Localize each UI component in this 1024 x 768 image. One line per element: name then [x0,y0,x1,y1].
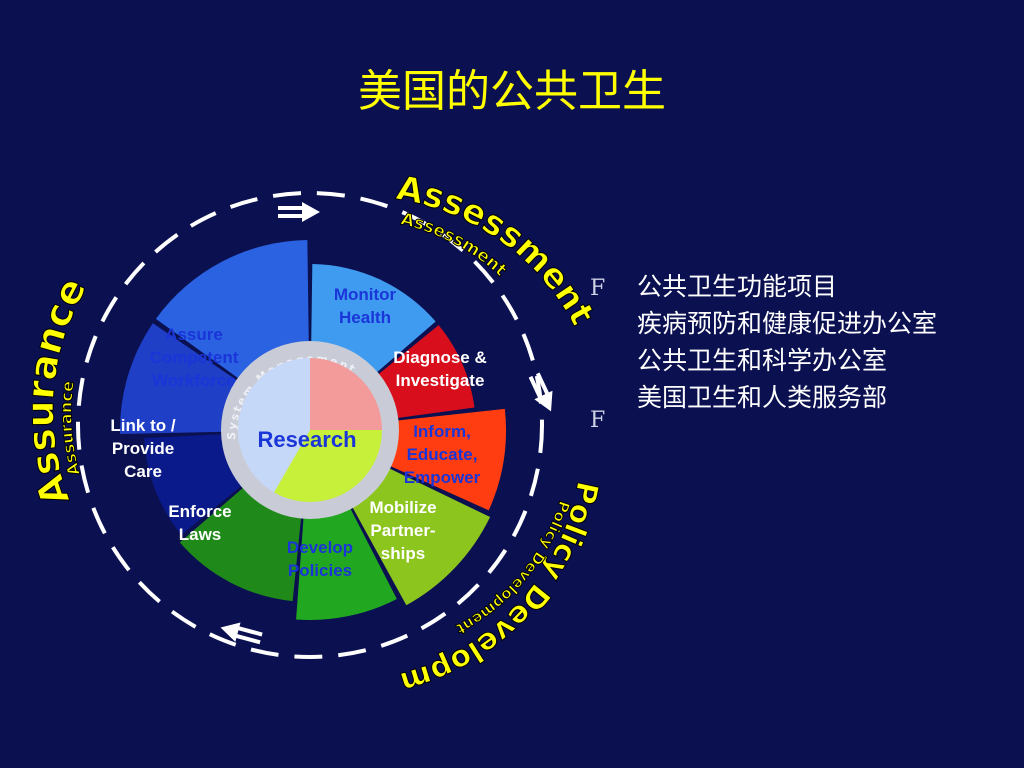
segment-label-diagnose: Diagnose &Investigate [393,348,487,390]
segment-label-inform: Inform,Educate,Empower [404,422,481,487]
agency-item: 美国卫生和人类服务部 [637,383,888,412]
bullet-marker: F [590,276,606,301]
segment-develop [179,482,302,602]
segment-link [119,323,244,434]
arrow-left-icon [220,622,263,645]
agency-item: 公共卫生功能项目 [637,272,838,301]
slide-title: 美国的公共卫生 [358,66,666,117]
agency-item: 疾病预防和健康促进办公室 [637,309,938,338]
segment-mobilize [296,501,397,620]
arrow-right-icon [278,202,320,222]
segment-enforce [144,433,249,535]
center-slice-lightblue [238,358,310,493]
center-group: Research [238,358,382,503]
assessment-label: Assessment [393,168,603,332]
center-label: Research [257,427,356,452]
agency-item: 公共卫生和科学办公室 [637,346,888,375]
center-slice-pink [310,358,382,430]
segment-diagnose [382,408,506,511]
svg-text:Assessment: Assessment [393,168,602,331]
arrow-down-icon [528,372,553,412]
agency-list: 公共卫生功能项目 疾病预防和健康促进办公室 公共卫生和科学办公室 美国卫生和人类… [637,268,937,416]
center-slice-yellowgreen [274,430,382,503]
segment-monitor [371,325,475,420]
segment-group: EvaluateMonitorHealthDiagnose &Investiga… [110,240,506,620]
segment-assure [155,240,309,384]
segment-inform [348,464,491,606]
outer-dashed-ring [76,191,544,659]
bullet-marker: F [590,408,606,433]
